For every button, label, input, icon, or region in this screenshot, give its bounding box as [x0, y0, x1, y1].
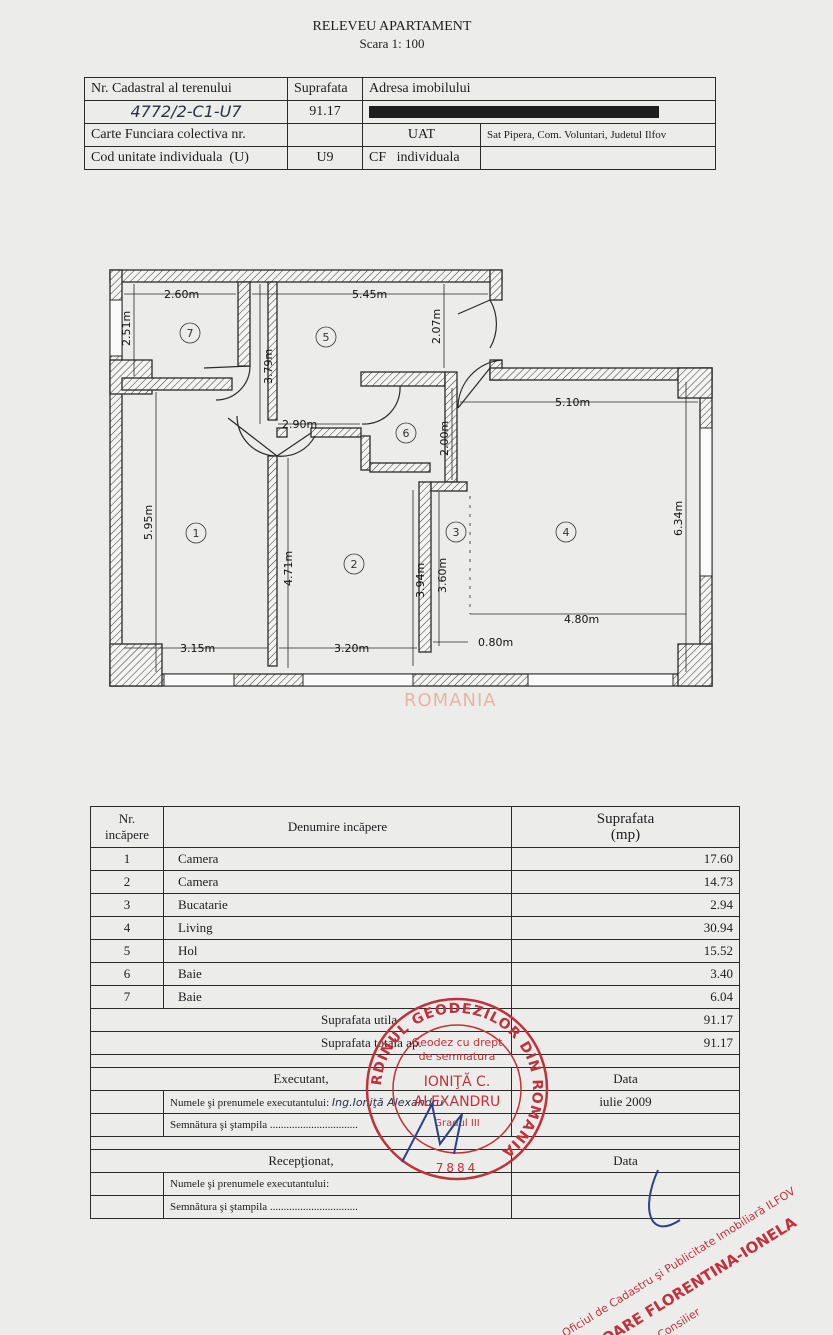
signature-mark-2: [648, 1169, 681, 1228]
cadastral-label: Nr. Cadastral al terenului: [84, 77, 288, 101]
dim-2-00: 2.00m: [438, 421, 451, 456]
dimension-lines: [124, 284, 698, 672]
cod-value: U9: [287, 146, 363, 170]
cf-label: CF individuala: [362, 146, 481, 170]
dim-5-10: 5.10m: [555, 396, 590, 409]
uat-value: Sat Pipera, Com. Voluntari, Judetul Ilfo…: [480, 123, 716, 147]
dim-0-80: 0.80m: [478, 636, 513, 649]
dim-3-15: 3.15m: [180, 642, 215, 655]
stamp-line2: de semnatura: [419, 1050, 496, 1063]
dim-4-80: 4.80m: [564, 613, 599, 626]
stamp-grade: Gradul III: [434, 1118, 479, 1129]
utila-value: 91.17: [511, 1008, 740, 1032]
adresa-label: Adresa imobilului: [362, 77, 716, 101]
dim-2-51: 2.51m: [120, 311, 133, 346]
dim-3-60: 3.60m: [436, 558, 449, 593]
date-value: iulie 2009: [511, 1090, 740, 1114]
stamp-name2: ALEXANDRU: [414, 1094, 501, 1110]
dim-3-20: 3.20m: [334, 642, 369, 655]
document-title: RELEVEU APARTAMENT: [312, 19, 472, 34]
document-scale: Scara 1: 100: [359, 36, 425, 51]
dim-2-60: 2.60m: [164, 288, 199, 301]
signature-mark: [401, 1101, 463, 1163]
room-number-6: 6: [403, 427, 410, 440]
carte-funciara-label: Carte Funciara colectiva nr.: [84, 123, 288, 147]
suprafata-value: 91.17: [287, 100, 363, 124]
cadastre-office-stamp: Oficiul de Cadastru şi Publicitate Imobi…: [560, 1169, 800, 1335]
stamp2-line1: Oficiul de Cadastru şi Publicitate Imobi…: [560, 1184, 798, 1335]
cadastral-value: 4772/2-C1-U7: [84, 100, 288, 124]
dim-5-45: 5.45m: [352, 288, 387, 301]
identification-table: Nr. Cadastral al terenului Suprafata Adr…: [84, 77, 716, 170]
dim-6-34: 6.34m: [672, 501, 685, 536]
carte-funciara-value: [287, 123, 363, 147]
totala-label: Suprafata totala ap.: [90, 1031, 512, 1055]
windows: [109, 299, 713, 687]
executant-label: Executant,: [90, 1067, 512, 1091]
dim-3-94: 3.94m: [414, 563, 427, 598]
room-number-7: 7: [187, 327, 194, 340]
room-number-3: 3: [453, 526, 460, 539]
room-number-5: 5: [323, 331, 330, 344]
cf-value: [480, 146, 716, 170]
stamp-name1: IONIŢĂ C.: [424, 1072, 491, 1090]
room-markers: [179, 322, 577, 575]
dimension-labels: 2.60m 5.45m 2.51m 3.79m 2.07m 2.90m 5.10…: [120, 288, 685, 655]
numele-executant: Numele şi prenumele executantului: Ing.I…: [163, 1090, 512, 1114]
dim-3-79: 3.79m: [262, 349, 275, 384]
uat-label: UAT: [362, 123, 481, 147]
col-area-header: Suprafata(mp): [511, 806, 740, 848]
dim-4-71: 4.71m: [282, 551, 295, 586]
rooms-table: Nr.incăpere Denumire incăpere Suprafata(…: [90, 806, 740, 1219]
dim-2-90: 2.90m: [282, 418, 317, 431]
semnatura-receptionat: Semnătura şi ştampila ..................…: [163, 1195, 512, 1219]
data-label: Data: [511, 1067, 740, 1091]
floor-plan: 2.60m 5.45m 2.51m 3.79m 2.07m 2.90m 5.10…: [109, 269, 713, 687]
dim-2-07: 2.07m: [430, 309, 443, 344]
col-name-header: Denumire incăpere: [163, 806, 512, 848]
dim-5-95: 5.95m: [142, 505, 155, 540]
stamp-number: 7884: [436, 1161, 479, 1175]
watermark: ROMANIA: [404, 690, 497, 711]
col-nr-header: Nr.incăpere: [90, 806, 164, 848]
room-number-1: 1: [193, 527, 200, 540]
room-number-2: 2: [351, 558, 358, 571]
address-redacted: [362, 100, 716, 124]
suprafata-label: Suprafata: [287, 77, 363, 101]
geodesist-stamp: ORDINUL GEODEZILOR DIN ROMANIA Geodez cu…: [362, 994, 549, 1181]
room-number-4: 4: [563, 526, 570, 539]
stamp-line1: Geodez cu drept: [412, 1036, 504, 1049]
cod-label: Cod unitate individuala (U): [84, 146, 288, 170]
doors: [203, 299, 503, 457]
